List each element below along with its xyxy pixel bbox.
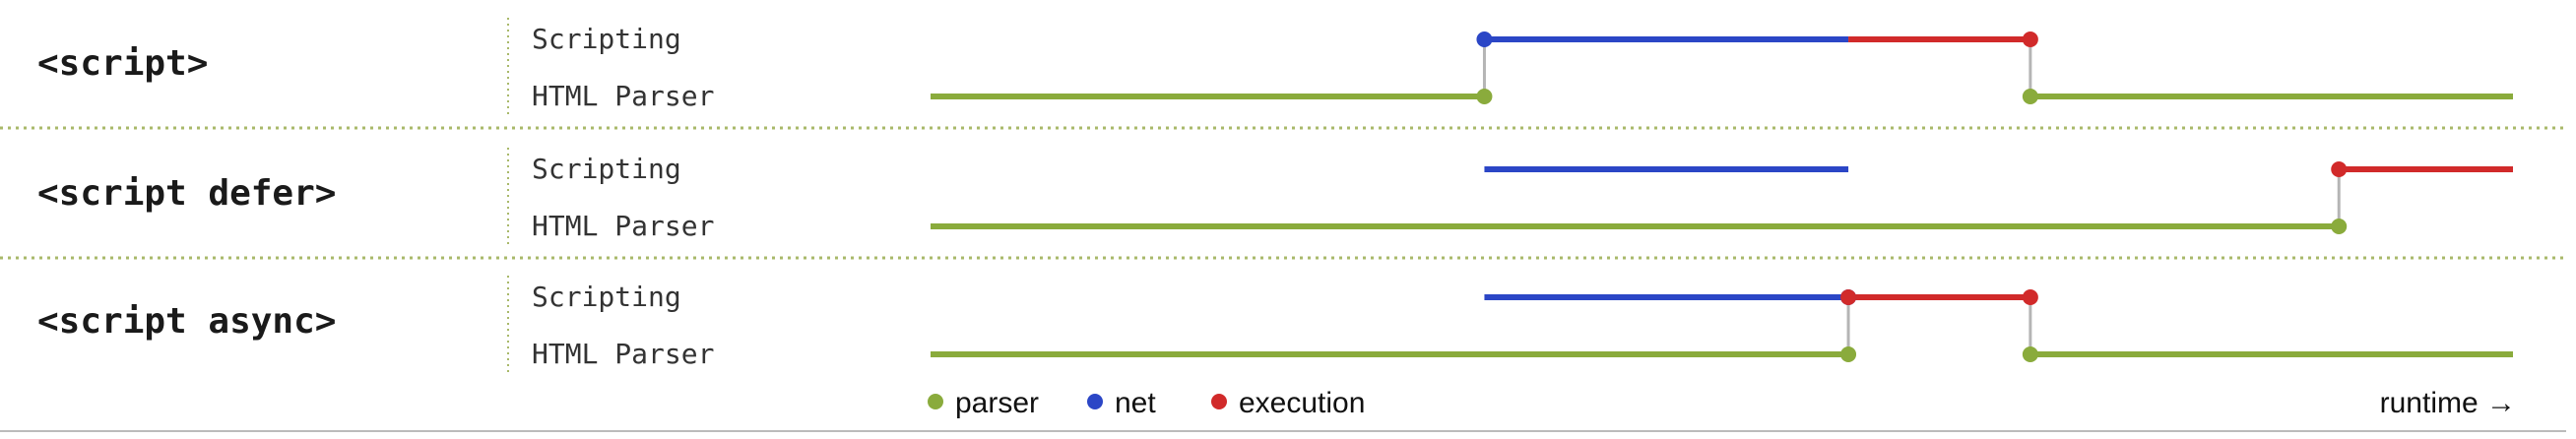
legend-swatch-execution xyxy=(1211,394,1227,409)
row-label: <script> xyxy=(37,43,208,84)
parser-point xyxy=(2022,89,2038,104)
row-label: <script async> xyxy=(37,301,336,342)
axis-label-runtime: runtime → xyxy=(2380,387,2516,419)
legend-swatch-parser xyxy=(928,394,943,409)
legend-swatch-net xyxy=(1087,394,1103,409)
legend-label-parser: parser xyxy=(955,387,1039,419)
parser-point xyxy=(2331,219,2348,234)
legend-item-parser: parser xyxy=(928,387,1039,419)
execution-point xyxy=(2022,31,2038,47)
legend-label-net: net xyxy=(1115,387,1156,419)
execution-point xyxy=(2022,289,2038,305)
net-point xyxy=(1476,31,1493,47)
legend-item-net: net xyxy=(1087,387,1156,419)
lane-label-parser: HTML Parser xyxy=(532,210,714,242)
execution-point xyxy=(1840,289,1857,305)
parser-point xyxy=(2022,346,2038,362)
lane-label-scripting: Scripting xyxy=(532,153,681,185)
execution-point xyxy=(2331,161,2348,177)
lane-label-parser: HTML Parser xyxy=(532,338,714,370)
legend-label-execution: execution xyxy=(1239,387,1365,419)
lane-label-scripting: Scripting xyxy=(532,281,681,313)
lane-label-parser: HTML Parser xyxy=(532,80,714,112)
legend-item-execution: execution xyxy=(1211,387,1365,419)
row-label: <script defer> xyxy=(37,173,336,214)
legend: parser net execution runtime → xyxy=(0,387,2566,432)
parser-point xyxy=(1840,346,1857,362)
parser-point xyxy=(1476,89,1493,104)
lane-label-scripting: Scripting xyxy=(532,23,681,55)
